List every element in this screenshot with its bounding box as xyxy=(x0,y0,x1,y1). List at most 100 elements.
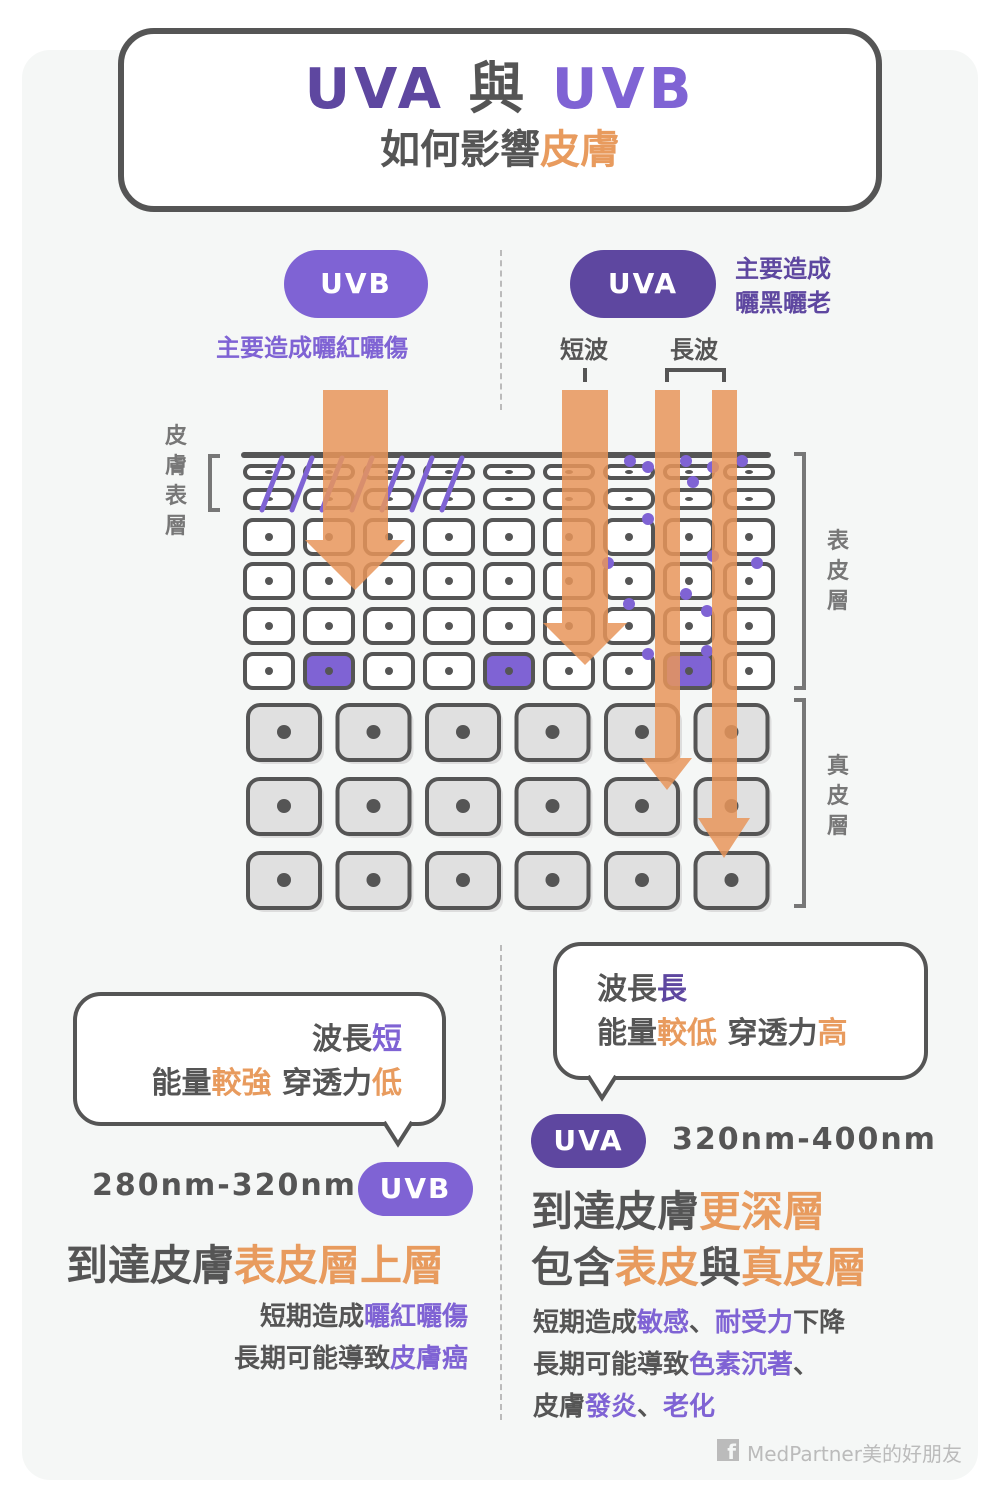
uva-bubble-tail xyxy=(586,1074,618,1102)
cell-nucleus xyxy=(685,577,693,585)
title-uvb: UVB xyxy=(551,57,696,122)
cell-nucleus xyxy=(445,533,453,541)
uvb-range: 280nm-320nm xyxy=(92,1168,357,1203)
cell-nucleus xyxy=(505,470,513,474)
t: 長期可能導致 xyxy=(533,1350,690,1380)
cell-nucleus xyxy=(385,622,393,630)
uva-speech-bubble: 波長長 能量較低 穿透力高 xyxy=(553,942,928,1080)
uva-particle xyxy=(736,455,748,467)
cell-nucleus xyxy=(635,799,649,813)
cell-nucleus xyxy=(625,533,633,541)
cell-nucleus xyxy=(325,577,333,585)
cell-nucleus xyxy=(456,725,470,739)
uva-long-arrow-1 xyxy=(642,390,692,790)
cell-nucleus xyxy=(445,622,453,630)
uva-particle xyxy=(751,557,763,569)
uva-particle xyxy=(623,598,635,610)
uva-pill: UVA xyxy=(570,250,716,318)
uva-headline-2c: 與 xyxy=(699,1243,742,1292)
cell-nucleus xyxy=(745,470,753,474)
uva-particle xyxy=(701,645,713,657)
t: 耐受力 xyxy=(715,1308,794,1338)
cell-nucleus xyxy=(685,622,693,630)
uvb-effect-short-label: 短期造成 xyxy=(259,1302,364,1332)
uvb-damage-hatch xyxy=(409,455,435,513)
cell-nucleus xyxy=(625,577,633,585)
cell-nucleus xyxy=(265,577,273,585)
uva-headline-1a: 到達皮膚 xyxy=(531,1187,700,1236)
cell-nucleus xyxy=(265,533,273,541)
cell-nucleus xyxy=(545,873,560,887)
uva-particle xyxy=(689,656,701,668)
epidermis-bracket-right xyxy=(794,452,806,690)
t: 發炎 xyxy=(585,1392,638,1422)
cell-nucleus xyxy=(685,470,693,474)
title-and: 與 xyxy=(468,57,529,122)
cell-nucleus xyxy=(325,622,333,630)
long-wave-bracket xyxy=(665,368,726,382)
uvb-damage-hatch xyxy=(259,455,285,513)
t: 色素沉著 xyxy=(689,1350,794,1380)
title-box: UVA 與 UVB 如何影響皮膚 xyxy=(118,28,882,212)
uvb-pill: UVB xyxy=(284,250,428,318)
cell-nucleus xyxy=(745,577,753,585)
uva-headline-1b: 更深層 xyxy=(699,1187,826,1236)
cell-nucleus xyxy=(545,725,560,739)
uva-headline-2a: 包含 xyxy=(531,1243,616,1292)
cell-nucleus xyxy=(635,873,649,887)
footer-brand: MedPartner美的好朋友 xyxy=(747,1442,962,1466)
uva-particle xyxy=(642,461,654,473)
cell-nucleus xyxy=(505,622,513,630)
cell-nucleus xyxy=(625,667,633,675)
cell-nucleus xyxy=(385,577,393,585)
t: 、 xyxy=(689,1308,716,1338)
cell-nucleus xyxy=(277,725,291,739)
cell-nucleus xyxy=(366,725,381,739)
t: 下降 xyxy=(793,1308,846,1338)
epidermis-bracket-left xyxy=(208,454,220,512)
uvb-info-pill: UVB xyxy=(358,1162,473,1216)
uvb-headline: 到達皮膚表皮層上層 xyxy=(66,1232,444,1293)
cell-nucleus xyxy=(505,667,513,675)
uva-particle xyxy=(642,648,654,660)
cell-nucleus xyxy=(685,497,693,501)
uvb-effect-long-label: 長期可能導致 xyxy=(233,1344,390,1374)
title-skin: 皮膚 xyxy=(540,127,620,173)
uvb-energy-value: 較強 xyxy=(211,1066,272,1101)
uvb-headline-b: 表皮層上層 xyxy=(234,1241,445,1290)
cell-nucleus xyxy=(445,667,453,675)
uvb-penetration-label: 穿透力 xyxy=(271,1066,372,1101)
uvb-headline-a: 到達皮膚 xyxy=(66,1241,235,1290)
uvb-effect-short-value: 曬紅曬傷 xyxy=(363,1302,468,1332)
uvb-penetration-value: 低 xyxy=(372,1066,402,1101)
cell-nucleus xyxy=(325,667,333,675)
cell-nucleus xyxy=(745,667,753,675)
uva-range: 320nm-400nm xyxy=(672,1122,937,1157)
cell-nucleus xyxy=(565,667,573,675)
cell-nucleus xyxy=(385,667,393,675)
cell-nucleus xyxy=(685,667,693,675)
epidermis-right-label: 表皮層 xyxy=(826,529,849,614)
cell-nucleus xyxy=(265,470,273,474)
uva-penetration-value: 高 xyxy=(817,1016,848,1051)
divider-bottom xyxy=(500,945,502,1420)
cell-nucleus xyxy=(625,622,633,630)
cell-nucleus xyxy=(505,577,513,585)
cell-nucleus xyxy=(366,799,381,813)
uvb-effects: 短期造成曬紅曬傷 長期可能導致皮膚癌 xyxy=(234,1296,468,1380)
title-uva: UVA xyxy=(304,57,445,122)
t: 、 xyxy=(637,1392,664,1422)
cell-nucleus xyxy=(745,533,753,541)
uva-energy-label: 能量 xyxy=(597,1016,657,1051)
uvb-damage-hatch xyxy=(289,455,315,513)
title-how: 如何影響 xyxy=(380,127,540,173)
cell-nucleus xyxy=(625,497,633,501)
cell-nucleus xyxy=(545,799,560,813)
cell-nucleus xyxy=(265,667,273,675)
uva-caption-line2: 曬黑曬老 xyxy=(735,289,831,317)
uva-particle xyxy=(680,455,692,467)
uva-headline-2d: 真皮層 xyxy=(741,1243,868,1292)
cell-nucleus xyxy=(265,622,273,630)
dermis-bracket-right xyxy=(794,698,806,908)
cell-nucleus xyxy=(445,470,453,474)
